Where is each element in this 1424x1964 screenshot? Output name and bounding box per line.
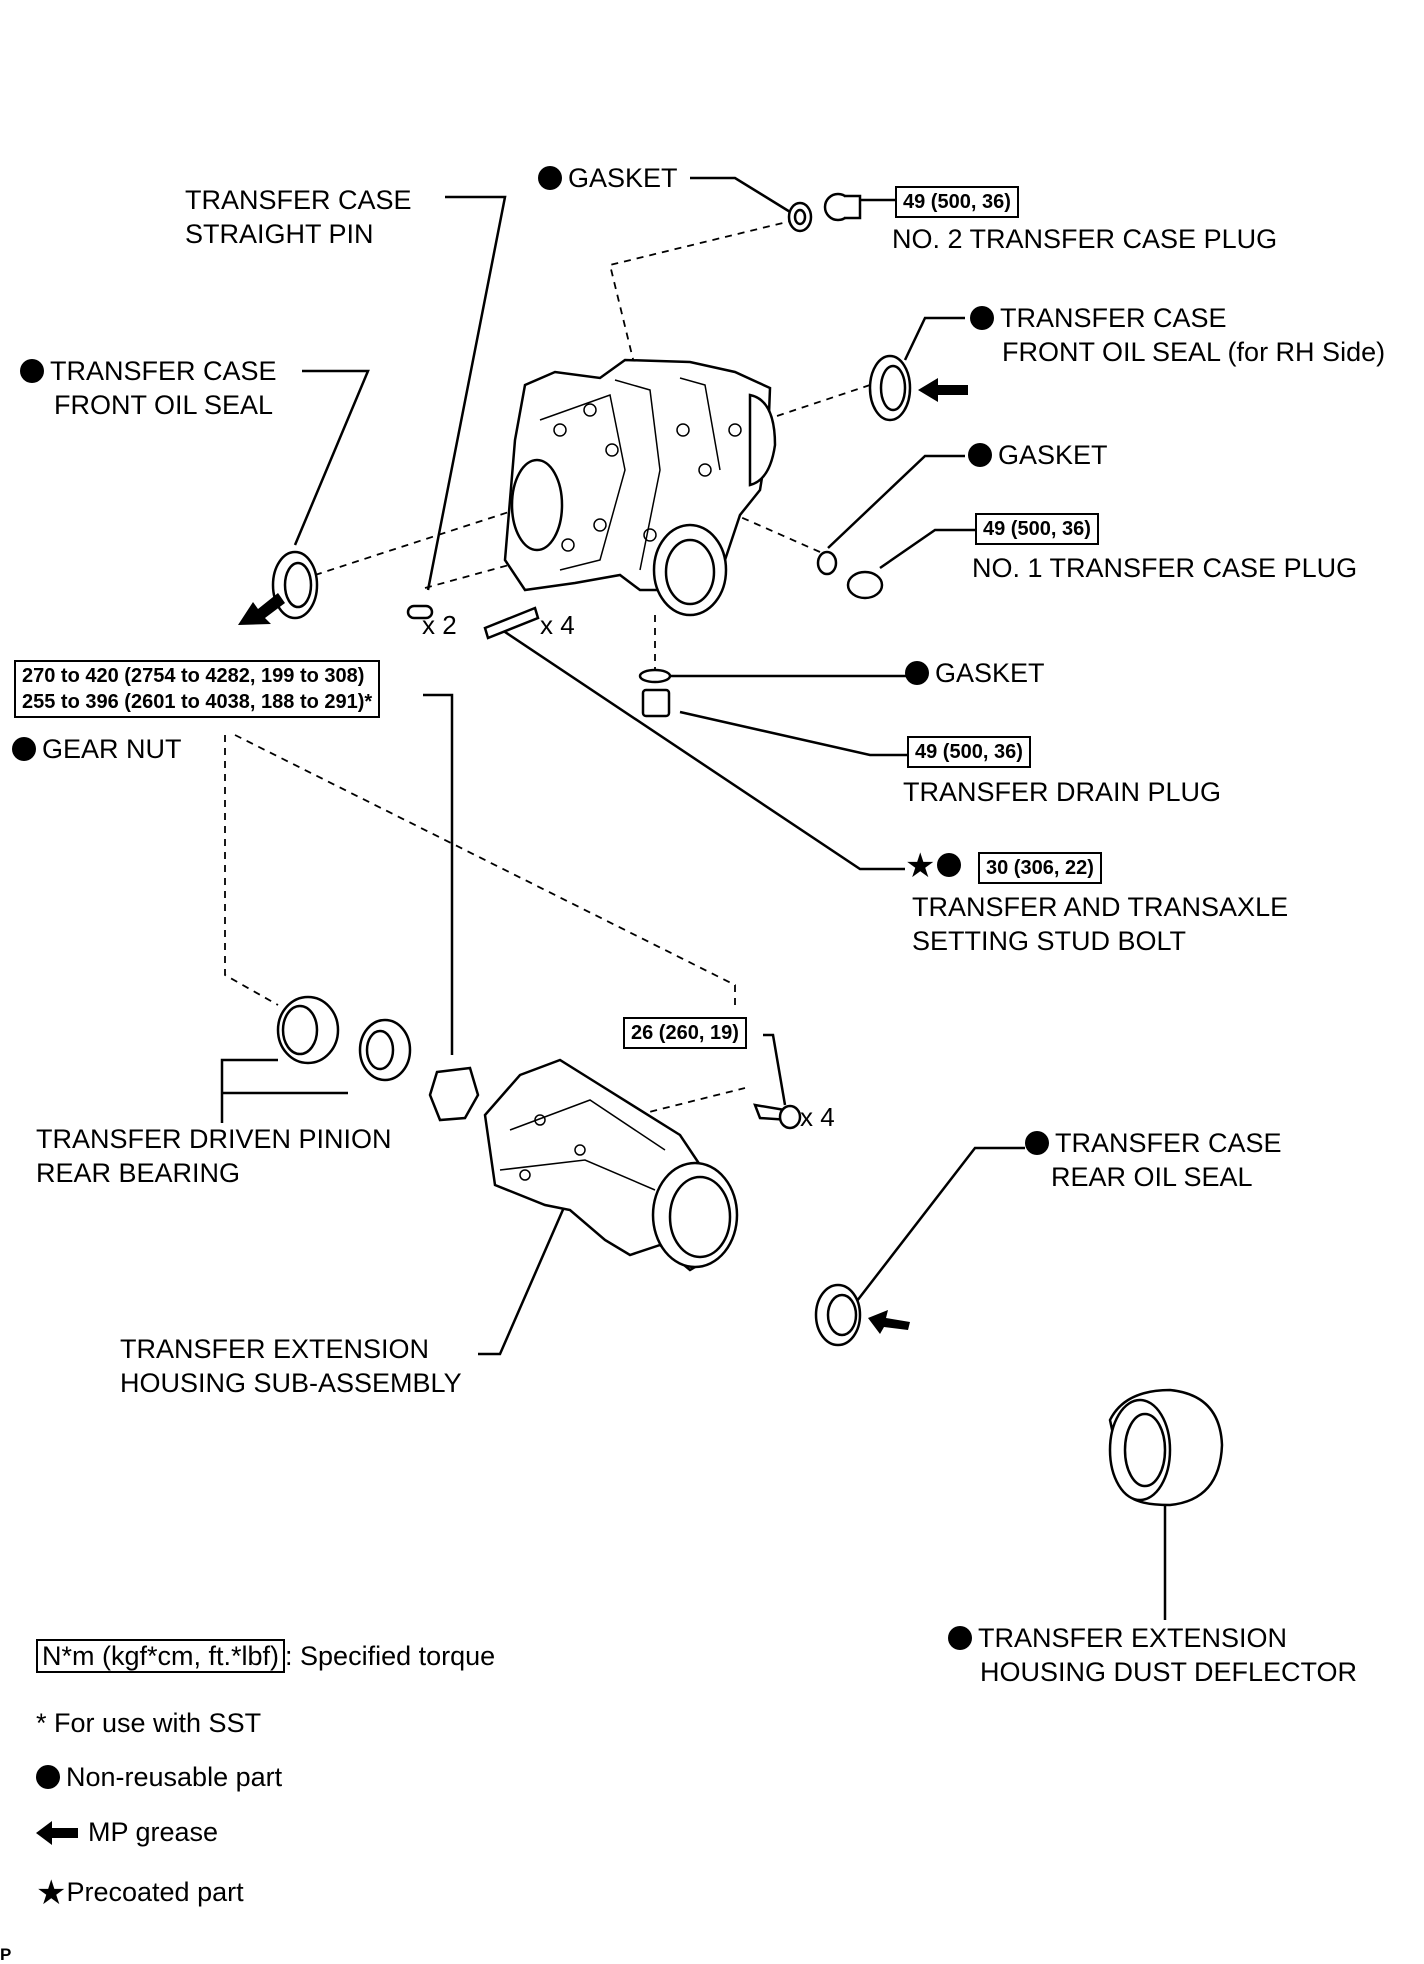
label-no1-plug: NO. 1 TRANSFER CASE PLUG [972,553,1358,583]
transfer-case-housing [503,358,777,617]
legend-torque-box: N*m (kgf*cm, ft.*lbf) [36,1639,286,1673]
dash-pin [424,561,521,589]
torque-stud-bolt: 30 (306, 22) [978,852,1102,884]
leader-rear-seal [849,1146,1025,1311]
leader-ext-bolt [763,1033,787,1106]
non-reusable-icon [12,737,36,761]
label-rear-seal: TRANSFER CASE REAR OIL SEAL [1025,1126,1282,1194]
stud-bolt-part [483,606,540,640]
torque-no2-plug: 49 (500, 36) [895,186,1019,218]
leader-ext-housing [478,1204,567,1356]
legend-sst: * For use with SST [36,1708,262,1738]
non-reusable-icon [538,166,562,190]
leader-bearing [220,1058,348,1123]
label-gasket-drain: GASKET [905,656,1045,690]
label-drain-plug: TRANSFER DRAIN PLUG [903,777,1222,807]
non-reusable-icon [905,661,929,685]
leader-straight-pin [426,195,507,591]
torque-drain-plug: 49 (500, 36) [907,736,1031,768]
non-reusable-icon [970,306,994,330]
dash-gear-nut [224,735,279,1006]
leader-gasket-mid [827,454,965,549]
straight-pin-part [406,604,434,620]
label-stud-markers: ★ [905,848,967,883]
leader-gear-nut [423,693,454,1055]
label-ext-housing: TRANSFER EXTENSION HOUSING SUB-ASSEMBLY [120,1334,462,1398]
label-driven-pinion-bearing: TRANSFER DRIVEN PINION REAR BEARING [36,1124,392,1188]
gear-nut-part [428,1066,480,1122]
label-front-seal-rh: TRANSFER CASE FRONT OIL SEAL (for RH Sid… [970,301,1385,369]
label-front-seal-left: TRANSFER CASE FRONT OIL SEAL [20,354,277,422]
label-straight-pin: TRANSFER CASE STRAIGHT PIN [185,185,412,249]
torque-no1-plug: 49 (500, 36) [975,513,1099,545]
non-reusable-icon [36,1765,60,1789]
leader-front-seal-rh [903,316,965,361]
drain-plug-part [641,688,671,718]
label-gasket-mid: GASKET [968,438,1108,472]
label-stud-bolt: TRANSFER AND TRANSAXLE SETTING STUD BOLT [912,892,1289,956]
torque-gear-nut: 270 to 420 (2754 to 4282, 199 to 308) 25… [14,660,381,718]
star-icon: ★ [36,1874,67,1912]
arrow-left-icon [36,1821,78,1845]
label-gasket-top: GASKET [538,161,678,195]
grease-arrow-rh-icon [918,378,968,402]
dash-housing [234,734,736,1010]
label-x4-bolt: x 4 [800,1102,835,1132]
non-reusable-icon [937,853,962,877]
extension-housing [483,1058,739,1272]
precoated-star-icon: ★ [905,847,936,885]
non-reusable-icon [968,443,992,467]
legend-mp-grease: MP grease [36,1815,218,1849]
legend-precoated: ★Precoated part [36,1874,244,1912]
non-reusable-icon [1025,1131,1049,1155]
torque-ext-bolt: 26 (260, 19) [623,1017,747,1049]
non-reusable-icon [20,359,44,383]
label-x4-stud: x 4 [540,610,575,640]
leader-front-seal-left [293,369,370,546]
dash-front-seal [314,509,516,576]
leader-gasket-top [690,176,796,217]
label-no2-plug: NO. 2 TRANSFER CASE PLUG [892,224,1278,254]
grease-arrow-front-icon [238,593,285,625]
dust-deflector-part [1108,1388,1224,1507]
label-x2: x 2 [422,610,457,640]
dash-rh-seal [764,384,871,421]
leader-stud [495,624,905,871]
non-reusable-icon [948,1626,972,1650]
label-gear-nut: GEAR NUT [12,732,182,766]
gasket-drain-part [638,668,672,684]
no1-plug-part [846,570,884,600]
gasket-mid-part [816,550,838,576]
label-dust-deflector: TRANSFER EXTENSION HOUSING DUST DEFLECTO… [948,1621,1357,1689]
leader-drain-plug [679,710,910,757]
corner-mark: P [0,1945,12,1964]
legend-torque: N*m (kgf*cm, ft.*lbf): Specified torque [36,1639,495,1673]
legend-non-reusable: Non-reusable part [36,1760,282,1794]
grease-arrow-rear-icon [868,1310,910,1334]
leader-no1-plug [879,528,975,570]
